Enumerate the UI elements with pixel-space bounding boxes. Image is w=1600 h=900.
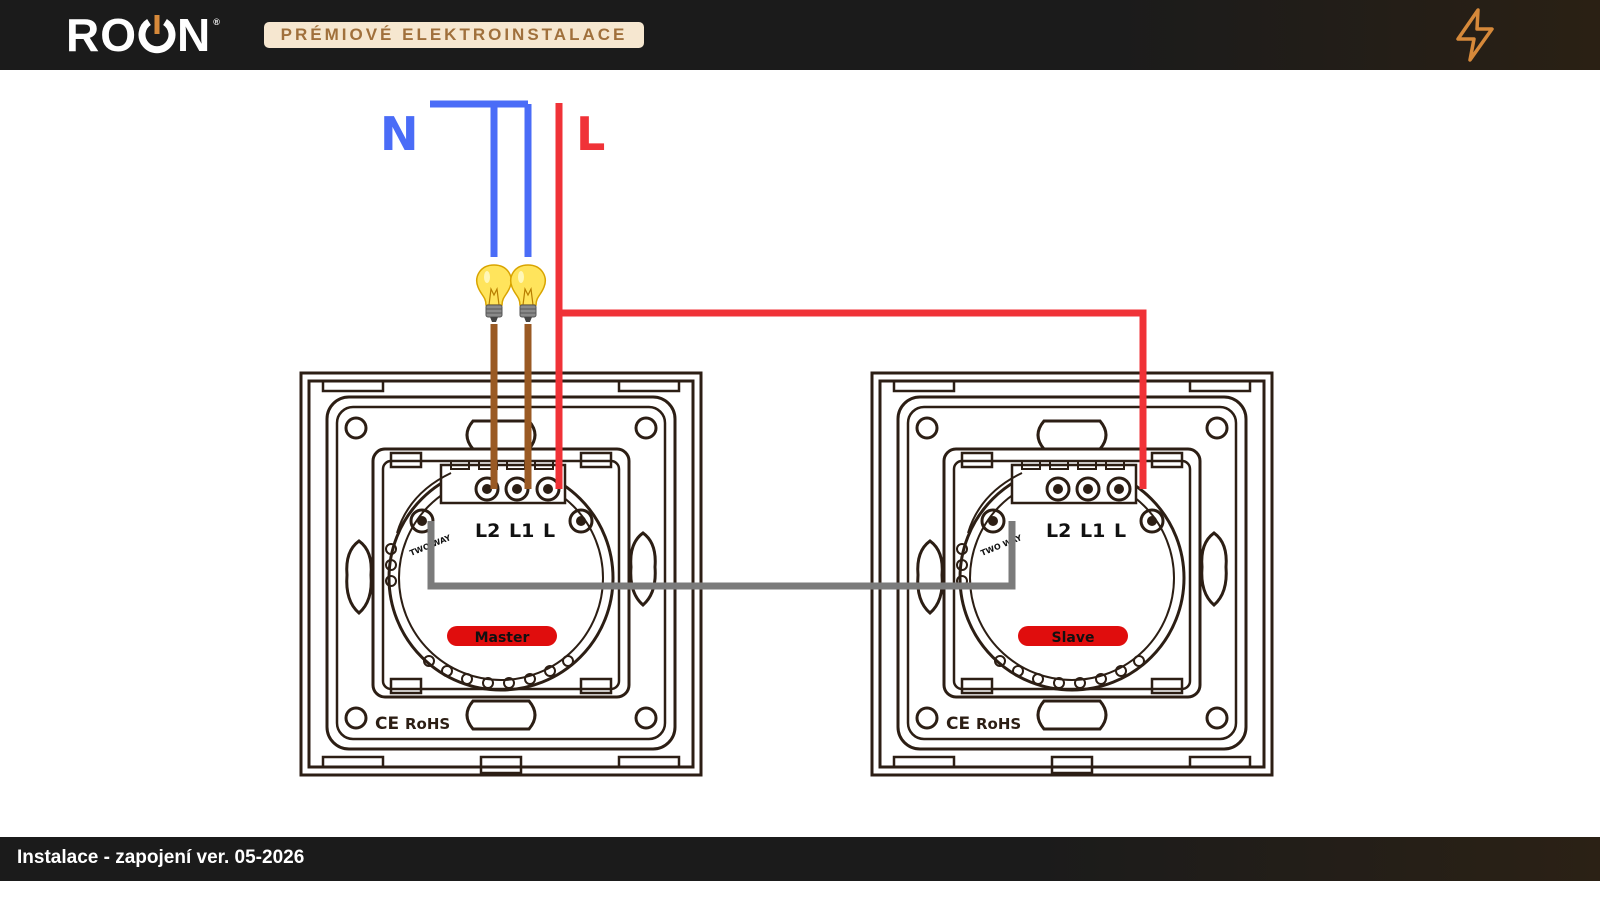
slave-switch: L2 L1 L TWO WAY Slave CE RoHS bbox=[870, 371, 1274, 777]
live-wire bbox=[555, 103, 1147, 489]
logo-text-left: RO bbox=[66, 9, 137, 61]
slave-terminal-l1: L1 bbox=[1080, 520, 1105, 542]
neutral-wire bbox=[430, 100, 532, 257]
master-label: Master bbox=[475, 630, 530, 646]
lightning-bolt-icon bbox=[1448, 6, 1504, 64]
slave-label: Slave bbox=[1052, 630, 1095, 646]
master-switch: L2 L1 L TWO WAY Master CE RoHS bbox=[299, 371, 703, 777]
master-ce-mark: CE bbox=[375, 714, 399, 734]
light-bulb-icon bbox=[510, 264, 546, 323]
footer-version-text: Instalace - zapojení ver. 05-2026 bbox=[17, 847, 305, 868]
slave-rohs: RoHS bbox=[976, 715, 1021, 733]
slave-terminal-l2: L2 bbox=[1046, 520, 1071, 542]
top-bar: RO N ® PRÉMIOVÉ ELEKTROINSTALACE bbox=[0, 0, 1600, 70]
footer-bar: Instalace - zapojení ver. 05-2026 bbox=[0, 837, 1600, 881]
slave-terminal-l: L bbox=[1114, 520, 1126, 542]
light-bulb-icon bbox=[476, 264, 512, 323]
power-icon bbox=[138, 12, 176, 58]
traveler-wire bbox=[427, 521, 1016, 590]
tagline-badge: PRÉMIOVÉ ELEKTROINSTALACE bbox=[264, 22, 644, 48]
master-terminal-l2: L2 bbox=[475, 520, 500, 542]
wire-n-label: N bbox=[380, 107, 419, 161]
master-terminal-l1: L1 bbox=[509, 520, 534, 542]
slave-ce-mark: CE bbox=[946, 714, 970, 734]
wiring-diagram: L2 L1 L TWO WAY Master CE RoHS L2 L1 L T… bbox=[0, 70, 1600, 835]
master-rohs: RoHS bbox=[405, 715, 450, 733]
wire-l-label: L bbox=[576, 107, 605, 161]
logo-text-right: N bbox=[177, 9, 212, 61]
master-terminal-l: L bbox=[543, 520, 555, 542]
registered-mark: ® bbox=[213, 17, 221, 27]
roon-logo: RO N ® bbox=[66, 12, 221, 58]
